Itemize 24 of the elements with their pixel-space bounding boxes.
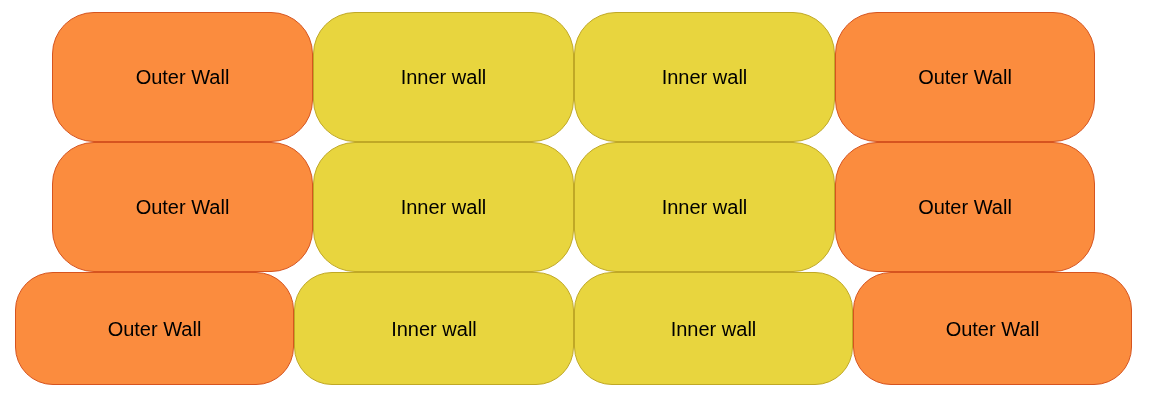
outer-wall-block [15,272,294,385]
inner-wall-block [574,272,853,385]
inner-wall-block [574,12,835,142]
block-label: Inner wall [670,316,757,341]
block-label: Inner wall [400,65,487,89]
block-label: Outer Wall [918,195,1012,219]
outer-wall-block [853,272,1132,385]
block-label: Inner wall [391,316,477,341]
inner-wall-block [313,142,574,272]
block-label: Outer Wall [107,316,202,341]
inner-wall-block [294,272,574,385]
block-label: Outer Wall [135,65,230,89]
inner-wall-block [313,12,574,142]
inner-wall-block [574,142,835,272]
block-label: Outer Wall [135,195,230,219]
block-label: Outer Wall [918,65,1012,89]
outer-wall-block [835,142,1095,272]
outer-wall-block [835,12,1095,142]
outer-wall-block [52,12,313,142]
block-label: Inner wall [400,195,487,219]
block-label: Inner wall [661,195,748,219]
block-label: Outer Wall [945,316,1040,341]
block-label: Inner wall [661,65,748,89]
outer-wall-block [52,142,313,272]
